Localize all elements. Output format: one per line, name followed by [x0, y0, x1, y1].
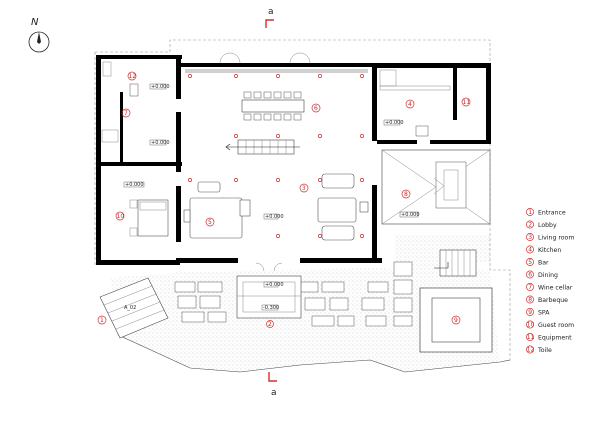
svg-text:3: 3	[528, 234, 532, 241]
legend-item: 1 Entrance	[526, 208, 566, 217]
living-room-furniture	[317, 173, 369, 241]
terrace-edge	[117, 334, 511, 373]
svg-text:11: 11	[527, 334, 535, 341]
barbeque-level: +0.000	[401, 212, 420, 218]
main-doors	[255, 262, 283, 272]
toilet-room: +0.000 12	[102, 61, 170, 97]
section-mark-bottom: a	[268, 372, 277, 398]
guest-room: +0.000 10	[115, 181, 169, 237]
legend-item: 2 Lobby	[526, 220, 557, 229]
barbeque-area: +0.000 8	[381, 149, 491, 225]
legend-item: 8 Barbeque	[526, 295, 568, 304]
svg-text:Entrance: Entrance	[538, 210, 566, 217]
room-legend: 1 Entrance 2 Lobby 3 Living room 4 Kitch…	[526, 208, 574, 354]
svg-text:5: 5	[528, 259, 532, 266]
legend-item: 7 Wine cellar	[526, 283, 573, 292]
kitchen-level: +0.000	[385, 120, 404, 126]
svg-text:Equipment: Equipment	[538, 335, 572, 342]
pavers	[174, 261, 413, 327]
svg-text:1: 1	[528, 209, 532, 216]
legend-item: 4 Kitchen	[526, 245, 561, 254]
svg-text:SPA: SPA	[538, 310, 550, 317]
wine-cellar: 7 +0.000	[101, 108, 170, 146]
room-marker-6	[311, 103, 321, 113]
svg-text:Wine cellar: Wine cellar	[538, 285, 573, 292]
north-label: N	[31, 17, 39, 28]
room-marker-3	[299, 183, 309, 193]
room-num-4: 4	[408, 101, 412, 108]
room-num-12: 12	[129, 73, 137, 80]
entrance-steps: A_02	[99, 277, 169, 339]
room-num-11: 11	[463, 99, 471, 106]
svg-text:a: a	[271, 388, 277, 398]
svg-text:Toile: Toile	[537, 347, 552, 354]
svg-text:Lobby: Lobby	[538, 222, 557, 229]
svg-text:Guest room: Guest room	[538, 322, 574, 329]
site-boundary	[94, 39, 511, 360]
svg-text:a: a	[268, 7, 274, 17]
svg-text:6: 6	[528, 272, 532, 279]
room-num-2: 2	[268, 321, 272, 328]
spa-pool: 9	[419, 287, 493, 353]
svg-text:Dining: Dining	[538, 272, 558, 279]
room-marker-5	[205, 217, 215, 227]
lobby-porch: +0.000 -0.300 2	[236, 275, 302, 328]
legend-item: 11 Equipment	[526, 333, 572, 342]
column-markers	[188, 74, 364, 238]
entry-level: -0.300	[263, 305, 279, 311]
legend-item: 3 Living room	[526, 233, 574, 242]
room-marker-11	[461, 97, 471, 107]
room-num-3: 3	[302, 185, 306, 192]
kitchen: +0.000 4	[379, 69, 451, 137]
step-mark-label: A_02	[124, 305, 136, 311]
svg-text:Barbeque: Barbeque	[538, 297, 568, 304]
living-level: +0.000	[265, 214, 284, 220]
svg-text:8: 8	[528, 297, 532, 304]
room-num-9: 9	[454, 317, 458, 324]
svg-text:Living room: Living room	[538, 235, 574, 242]
legend-item: 10 Guest room	[526, 320, 574, 329]
svg-text:2: 2	[528, 222, 532, 229]
svg-text:9: 9	[528, 309, 532, 316]
room-num-8: 8	[404, 191, 408, 198]
section-mark-top: a	[265, 7, 274, 28]
legend-item: 9 SPA	[526, 308, 550, 317]
svg-text:7: 7	[528, 284, 532, 291]
svg-text:Kitchen: Kitchen	[538, 247, 561, 254]
room-num-1: 1	[100, 317, 104, 324]
svg-text:10: 10	[527, 322, 535, 329]
north-glazing	[185, 52, 368, 73]
cellar-level: +0.000	[151, 140, 170, 146]
bar-furniture	[183, 181, 251, 239]
garden-stair	[434, 249, 477, 277]
room-num-7: 7	[124, 110, 128, 117]
north-arrow-icon: N	[28, 17, 50, 53]
room-num-10: 10	[117, 213, 125, 220]
lobby-level: +0.000	[265, 282, 284, 288]
svg-text:12: 12	[527, 347, 535, 354]
room-marker-1	[97, 315, 107, 325]
legend-item: 5 Bar	[526, 258, 549, 267]
toilet-level: +0.000	[151, 84, 170, 90]
room-num-6: 6	[314, 105, 318, 112]
legend-item: 6 Dining	[526, 270, 558, 279]
svg-text:4: 4	[528, 247, 532, 254]
room-num-5: 5	[208, 219, 212, 226]
dining-table	[241, 91, 305, 121]
svg-text:Bar: Bar	[538, 260, 549, 267]
guest-level: +0.000	[125, 182, 144, 188]
walls	[96, 55, 491, 265]
interior-stair	[225, 139, 300, 155]
legend-item: 12 Toile	[526, 345, 552, 354]
